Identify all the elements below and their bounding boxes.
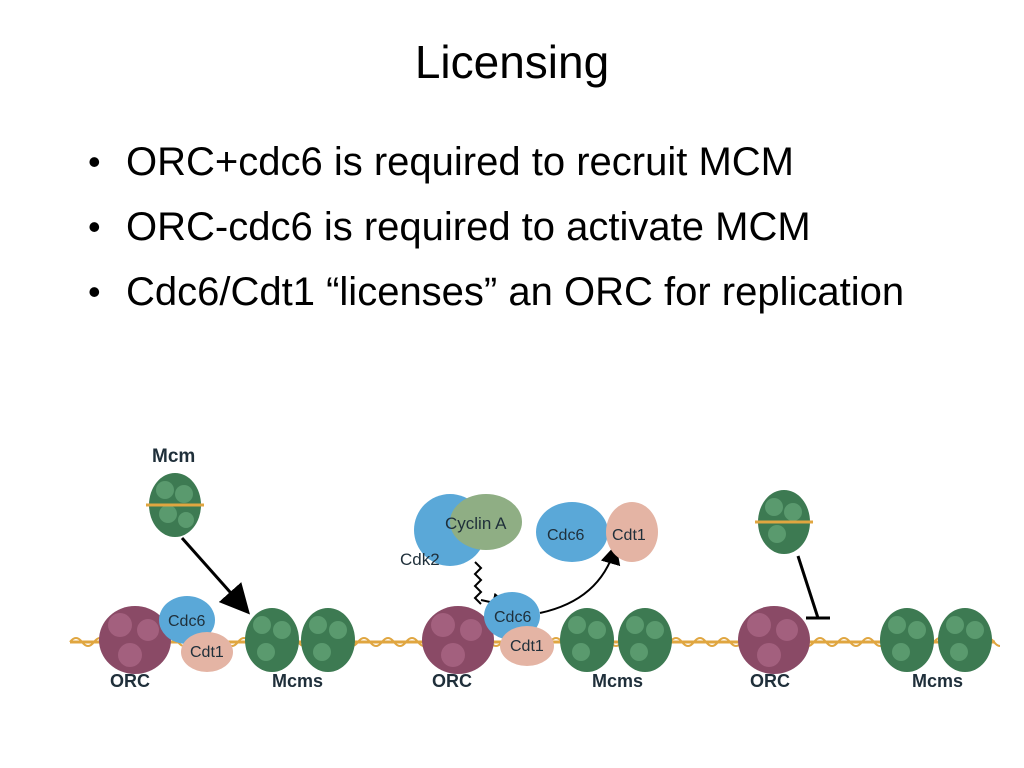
slide-title: Licensing (414, 36, 610, 88)
cdc6-protein (159, 596, 215, 644)
mcms-label: Mcms (912, 671, 963, 691)
bullet-dot-icon: • (88, 141, 101, 182)
bullet-item: • Cdc6/Cdt1 “licenses” an ORC for replic… (88, 268, 968, 316)
cdt1-protein (500, 626, 554, 666)
bullet-dot-icon: • (88, 206, 101, 247)
recruit-arrow (180, 537, 250, 615)
licensing-diagram-svg: Mcm Cdc6 Cdt1 ORC Mcms Cyclin A Cdk2 (69, 446, 1000, 691)
licensing-diagram: Mcm Cdc6 Cdt1 ORC Mcms Cyclin A Cdk2 (60, 430, 1000, 700)
cdc6-label: Cdc6 (168, 613, 205, 630)
cdc6-label: Cdc6 (547, 527, 584, 544)
orc-complex (422, 606, 494, 674)
cdt1-label: Cdt1 (510, 638, 544, 655)
mcm-blocked-complex (755, 490, 813, 554)
bullet-list: • ORC+cdc6 is required to recruit MCM • … (88, 138, 968, 333)
cyclin-a-label: Cyclin A (445, 514, 507, 533)
cdk2-cyclin-complex (414, 494, 522, 566)
orc-complex (99, 606, 171, 674)
cdt1-label: Cdt1 (612, 527, 646, 544)
cdc6-label: Cdc6 (494, 609, 531, 626)
bullet-text: ORC-cdc6 is required to activate MCM (126, 205, 811, 249)
phosphorylation-squiggle (473, 561, 483, 605)
cdc6-released (536, 502, 608, 562)
mcm-free-complex (146, 473, 204, 537)
cdk2-label: Cdk2 (400, 550, 440, 569)
cdt1-protein (181, 632, 233, 672)
mcms-label: Mcms (592, 671, 643, 691)
bullet-text: ORC+cdc6 is required to recruit MCM (126, 140, 794, 184)
mcm-label: Mcm (152, 446, 195, 467)
mcm-loaded-complex (560, 608, 672, 672)
bullet-text: Cdc6/Cdt1 “licenses” an ORC for replicat… (126, 270, 905, 314)
bullet-dot-icon: • (88, 271, 101, 312)
bullet-item: • ORC+cdc6 is required to recruit MCM (88, 138, 968, 186)
orc-label: ORC (432, 671, 472, 691)
cdt1-label: Cdt1 (190, 644, 224, 661)
mcm-loaded-complex (880, 608, 992, 672)
mcm-loaded-complex (245, 608, 355, 672)
inhibition-bar (796, 555, 830, 620)
orc-label: ORC (110, 671, 150, 691)
bullet-item: • ORC-cdc6 is required to activate MCM (88, 203, 968, 251)
cdt1-released (606, 502, 658, 562)
orc-complex (738, 606, 810, 674)
release-arrow (539, 544, 621, 614)
mcms-label: Mcms (272, 671, 323, 691)
orc-label: ORC (750, 671, 790, 691)
